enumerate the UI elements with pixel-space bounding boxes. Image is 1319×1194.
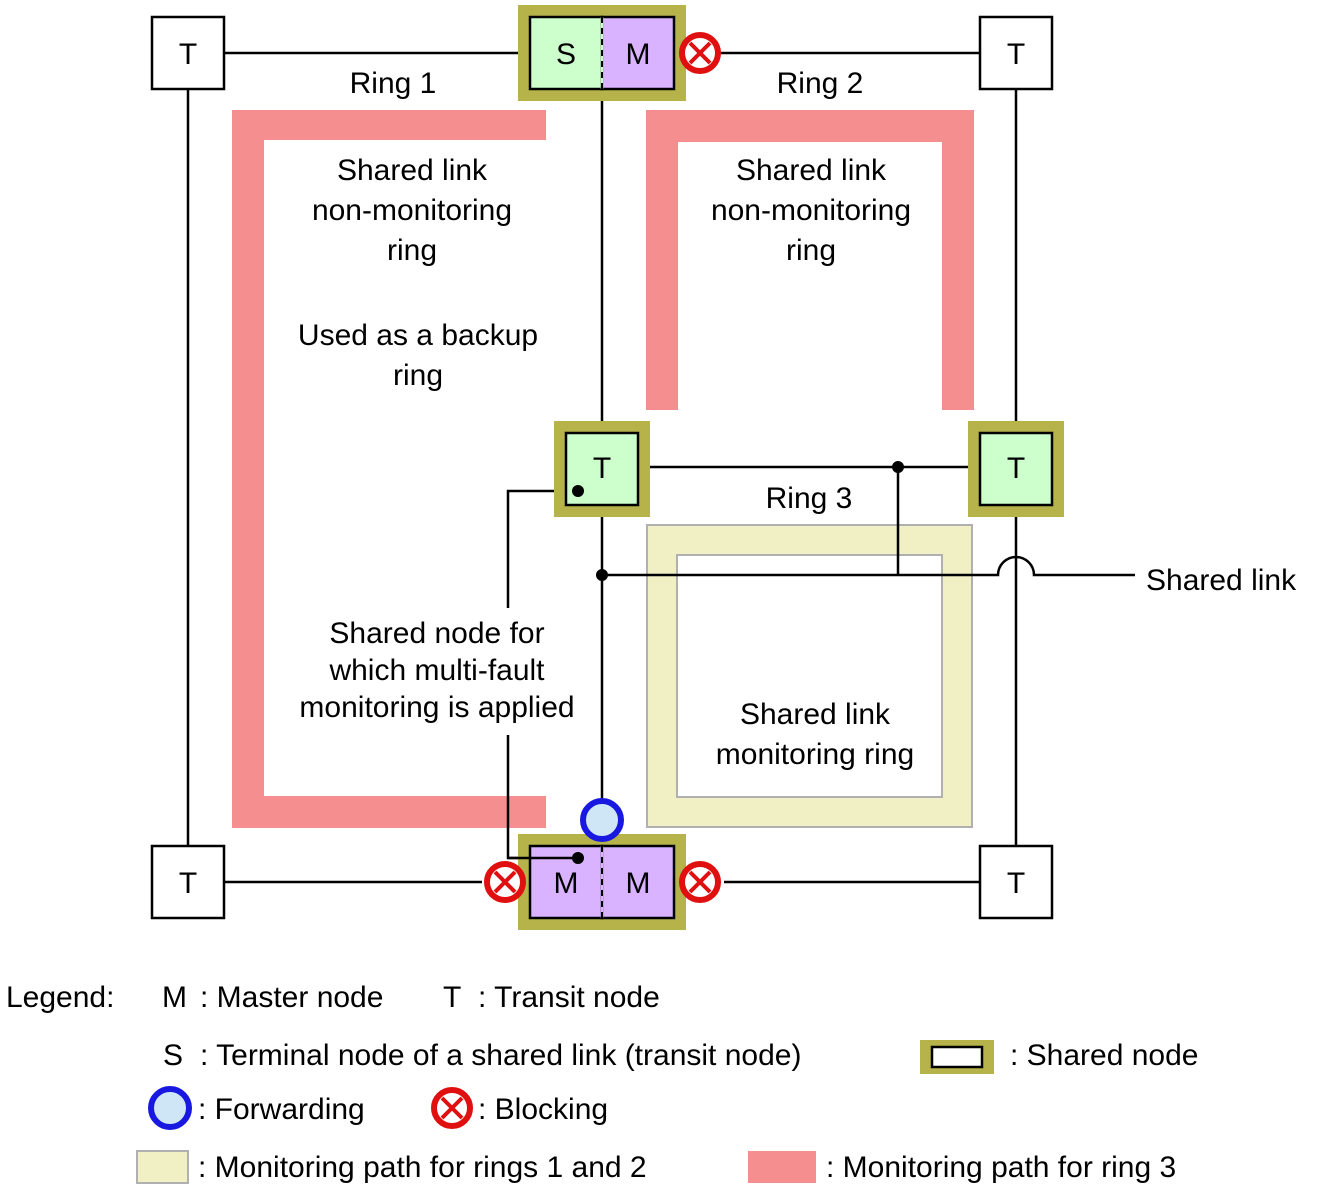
- diagram-text: Shared link: [736, 154, 887, 187]
- diagram-text: ring: [387, 234, 437, 267]
- diagram-text: T: [1007, 867, 1025, 900]
- legend-m-text: : Master node: [200, 981, 383, 1014]
- ring1-label: Ring 1: [350, 67, 437, 100]
- diagram-text: M: [626, 867, 651, 900]
- shared-node-top-center: S M: [518, 5, 686, 101]
- legend-blocking-text: : Blocking: [478, 1093, 608, 1126]
- ring12-monitoring-path: [646, 524, 973, 828]
- legend-shared-node-icon: [920, 1040, 994, 1074]
- diagram-text: Used as a backup: [298, 319, 538, 352]
- blocking-icon: [484, 861, 526, 903]
- ring3-description: Shared link monitoring ring: [716, 698, 914, 771]
- legend-t-symbol: T: [443, 981, 461, 1014]
- legend-shared-node-text: : Shared node: [1010, 1039, 1198, 1072]
- legend-forwarding-text: : Forwarding: [198, 1093, 365, 1126]
- diagram-text: M: [626, 38, 651, 71]
- legend-t-text: : Transit node: [478, 981, 660, 1014]
- diagram-text: T: [179, 38, 197, 71]
- diagram-text: S: [556, 38, 576, 71]
- ring2-label: Ring 2: [777, 67, 864, 100]
- shared-node-mid-right: T: [968, 421, 1064, 517]
- diagram-text: Shared link: [740, 698, 891, 731]
- legend-s-text: : Terminal node of a shared link (transi…: [200, 1039, 801, 1072]
- blocking-icon: [431, 1087, 473, 1129]
- forwarding-icon: [580, 798, 624, 842]
- legend-path12-text: : Monitoring path for rings 1 and 2: [198, 1151, 647, 1184]
- diagram-text: T: [179, 867, 197, 900]
- legend-m-symbol: M: [162, 981, 187, 1014]
- shared-node-note: Shared node for which multi-fault monito…: [299, 617, 574, 724]
- legend-ring3-swatch: [748, 1151, 816, 1183]
- diagram-text: monitoring ring: [716, 738, 914, 771]
- ring2-description: Shared link non-monitoring ring: [711, 154, 911, 267]
- diagram-text: Shared node for: [329, 617, 544, 650]
- node-top-left: T: [150, 15, 226, 91]
- diagram-text: which multi-fault: [328, 654, 545, 687]
- blocking-icon: [679, 32, 721, 74]
- diagram-text: Shared link: [337, 154, 488, 187]
- legend-path3-text: : Monitoring path for ring 3: [826, 1151, 1176, 1184]
- forwarding-icon: [148, 1086, 192, 1130]
- legend: Legend: M : Master node T : Transit node…: [6, 981, 1198, 1184]
- ring1-description: Shared link non-monitoring ring: [312, 154, 512, 267]
- shared-node-mid-center: T: [554, 421, 650, 517]
- legend-ring12-swatch: [136, 1150, 189, 1184]
- blocking-icon: [679, 861, 721, 903]
- diagram-text: non-monitoring: [312, 194, 512, 227]
- node-top-right: T: [978, 15, 1054, 91]
- ring3-monitoring-path: [232, 110, 974, 828]
- diagram-text: T: [1007, 38, 1025, 71]
- shared-node-bottom-center: M M: [518, 834, 686, 930]
- shared-link-label: Shared link: [1146, 564, 1297, 597]
- diagram-text: M: [554, 867, 579, 900]
- ring1-backup-note: Used as a backup ring: [298, 319, 538, 392]
- diagram-text: T: [593, 452, 611, 485]
- diagram-text: non-monitoring: [711, 194, 911, 227]
- diagram-text: monitoring is applied: [299, 691, 574, 724]
- node-bottom-right: T: [978, 844, 1054, 920]
- diagram-text: ring: [393, 359, 443, 392]
- diagram-text: ring: [786, 234, 836, 267]
- diagram-text: T: [1007, 452, 1025, 485]
- legend-s-symbol: S: [163, 1039, 183, 1072]
- ring3-label: Ring 3: [766, 482, 853, 515]
- legend-title: Legend:: [6, 981, 114, 1014]
- node-bottom-left: T: [150, 844, 226, 920]
